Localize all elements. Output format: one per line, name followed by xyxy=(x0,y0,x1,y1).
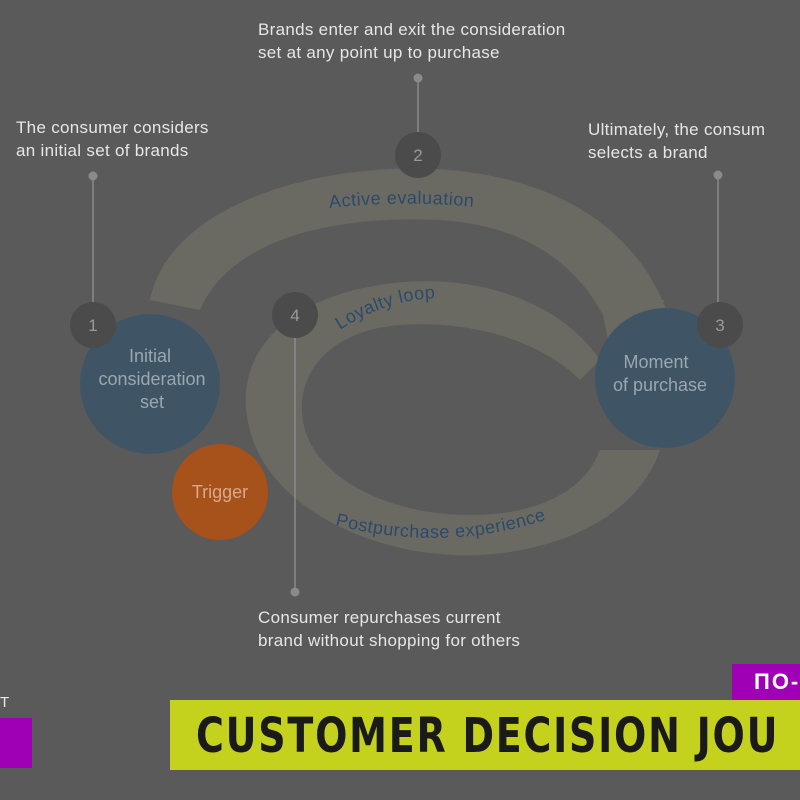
callout-step-1-line2: an initial set of brands xyxy=(16,141,189,160)
title-banner: CUSTOMER DECISION JOU xyxy=(170,700,800,770)
callout-step-1: The consumer considers an initial set of… xyxy=(16,116,209,162)
step-3-circle xyxy=(697,302,743,348)
callout-step-3-line1: Ultimately, the consum xyxy=(588,120,766,139)
initial-consideration-circle xyxy=(80,314,220,454)
trigger-label: Trigger xyxy=(192,482,248,502)
active-evaluation-arc xyxy=(150,168,670,330)
callout-step-2: Brands enter and exit the consideration … xyxy=(258,18,566,64)
initial-label-line1: Initial xyxy=(129,346,171,366)
callout-step-4: Consumer repurchases current brand witho… xyxy=(258,606,520,652)
connector-dots xyxy=(88,73,723,597)
initial-label-line2: consideration xyxy=(98,369,205,389)
language-tag: ПО- xyxy=(732,664,800,700)
connector-lines xyxy=(92,78,719,592)
banner-title: CUSTOMER DECISION JOU xyxy=(196,708,780,764)
callout-step-4-line1: Consumer repurchases current xyxy=(258,608,501,627)
loyalty-loop-band xyxy=(245,281,660,556)
callout-step-2-line1: Brands enter and exit the consideration xyxy=(258,20,566,39)
language-tag-text: ПО- xyxy=(754,669,800,694)
step-1-circle xyxy=(70,302,116,348)
moment-of-purchase-circle xyxy=(595,308,735,448)
moment-label-line2: of purchase xyxy=(613,375,707,395)
callout-step-1-line1: The consumer considers xyxy=(16,118,209,137)
step-3-number: 3 xyxy=(715,316,724,335)
left-fragment-text: T xyxy=(0,694,10,711)
callout-step-2-line2: set at any point up to purchase xyxy=(258,43,500,62)
callout-step-3: Ultimately, the consum selects a brand xyxy=(588,118,765,164)
initial-label-line3: set xyxy=(140,392,164,412)
step-2-number: 2 xyxy=(413,146,422,165)
step-4-circle xyxy=(272,292,318,338)
step-4-number: 4 xyxy=(290,306,299,325)
trigger-circle xyxy=(172,444,268,540)
step-1-number: 1 xyxy=(88,316,97,335)
callout-step-4-line2: brand without shopping for others xyxy=(258,631,521,650)
moment-label-line1: Moment xyxy=(623,352,688,372)
step-2-circle xyxy=(395,132,441,178)
callout-step-3-line2: selects a brand xyxy=(588,143,708,162)
left-accent-strip xyxy=(0,718,32,768)
